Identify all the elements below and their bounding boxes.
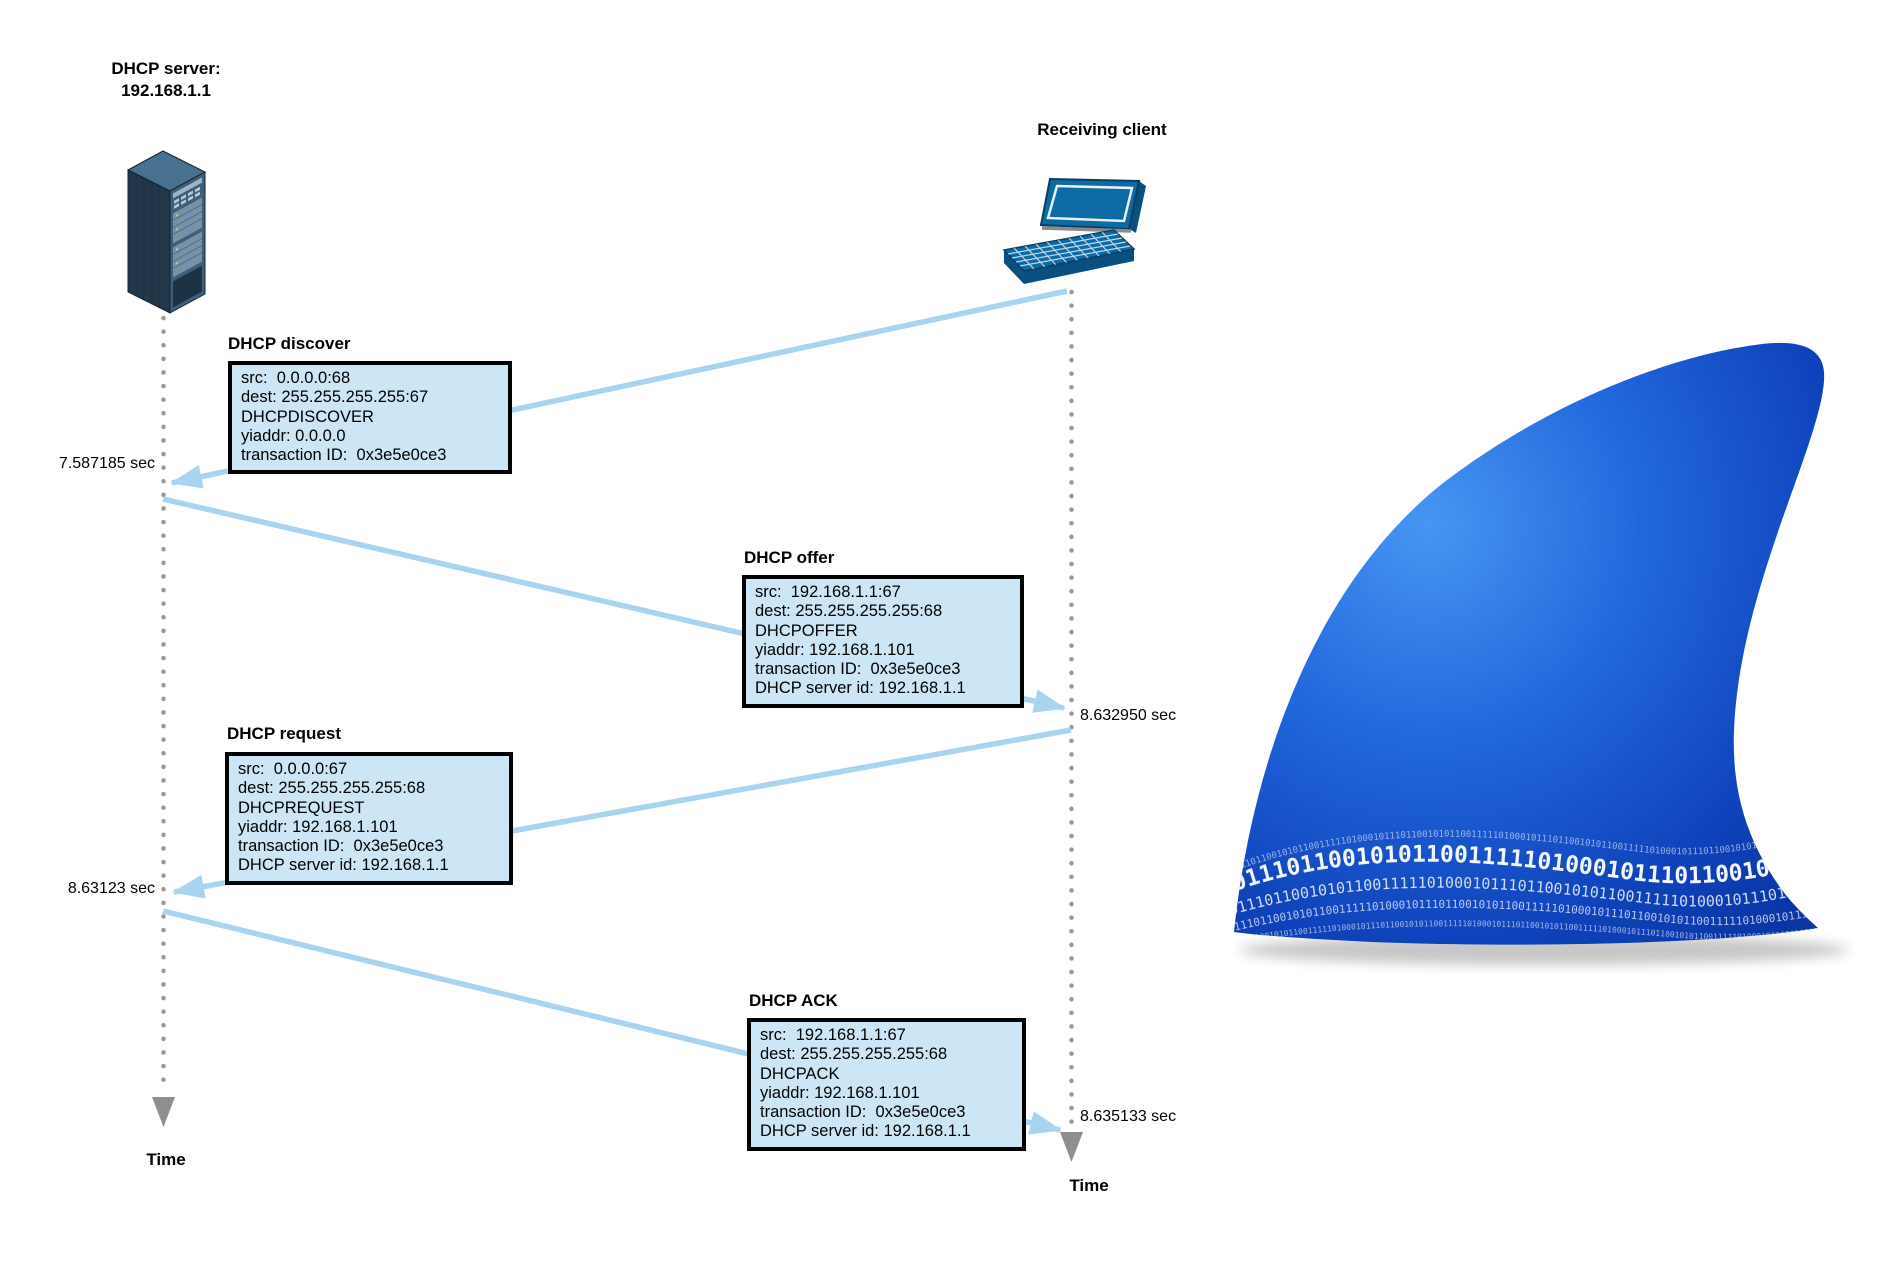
message-line: transaction ID: 0x3e5e0ce3 [241,446,447,465]
message-box-dhcp-discover: src: 0.0.0.0:68 dest: 255.255.255.255:67… [228,361,512,475]
message-line: DHCPDISCOVER [241,407,374,426]
time-arrowhead-icon [1060,1132,1083,1162]
timestamp-ack: 8.635133 sec [1080,1108,1177,1125]
message-line: yiaddr: 0.0.0.0 [241,426,346,445]
message-title-dhcp-ack: DHCP ACK [749,991,838,1010]
message-box-dhcp-ack: src: 192.168.1.1:67 dest: 255.255.255.25… [747,1018,1026,1151]
message-line: transaction ID: 0x3e5e0ce3 [760,1103,966,1122]
message-line: DHCP server id: 192.168.1.1 [760,1122,971,1141]
server-label-line2: 192.168.1.1 [121,81,211,100]
message-line: DHCPREQUEST [238,798,365,817]
message-line: src: 192.168.1.1:67 [755,583,901,601]
message-line: dest: 255.255.255.255:67 [241,388,429,407]
message-title-dhcp-discover: DHCP discover [228,334,351,353]
message-line: dest: 255.255.255.255:68 [760,1045,948,1064]
client-label: Receiving client [1037,120,1167,139]
message-line: dest: 255.255.255.255:68 [238,779,426,798]
time-label-client: Time [1069,1176,1109,1195]
message-box-dhcp-request: src: 0.0.0.0:67 dest: 255.255.255.255:68… [225,752,513,885]
time-label-server: Time [146,1150,186,1169]
laptop-icon [1002,177,1146,284]
message-title-dhcp-offer: DHCP offer [744,548,835,567]
shark-fin-shape [1234,342,1825,945]
timestamp-request: 8.63123 sec [67,880,155,897]
timestamp-offer: 8.632950 sec [1080,707,1177,724]
message-line: src: 192.168.1.1:67 [760,1026,906,1044]
server-label-line1: DHCP server: [111,59,221,78]
server-tower-icon [126,150,207,314]
message-title-dhcp-request: DHCP request [227,724,341,743]
message-line: src: 0.0.0.0:68 [241,369,351,387]
message-line: DHCPOFFER [755,621,858,640]
message-box-dhcp-offer: src: 192.168.1.1:67 dest: 255.255.255.25… [742,575,1024,708]
message-line: dest: 255.255.255.255:68 [755,602,943,621]
message-line: transaction ID: 0x3e5e0ce3 [238,837,444,856]
message-line: DHCP server id: 192.168.1.1 [238,856,449,875]
time-arrowhead-icon [152,1097,175,1127]
server-label: DHCP server: 192.168.1.1 [66,58,266,102]
message-line: DHCP server id: 192.168.1.1 [755,679,966,698]
message-line: yiaddr: 192.168.1.101 [755,640,915,659]
message-line: src: 0.0.0.0:67 [238,760,348,778]
message-line: DHCPACK [760,1064,840,1083]
message-line: yiaddr: 192.168.1.101 [238,817,398,836]
wireshark-logo: 1011101100101011001111101000101110110010… [1222,330,1872,980]
server-timeline [152,315,175,1127]
message-line: transaction ID: 0x3e5e0ce3 [755,660,961,679]
message-line: yiaddr: 192.168.1.101 [760,1083,920,1102]
timestamp-discover: 7.587185 sec [58,455,155,472]
shark-fin-icon: 1011101100101011001111101000101110110010… [1234,342,1849,965]
client-timeline [1060,289,1083,1162]
